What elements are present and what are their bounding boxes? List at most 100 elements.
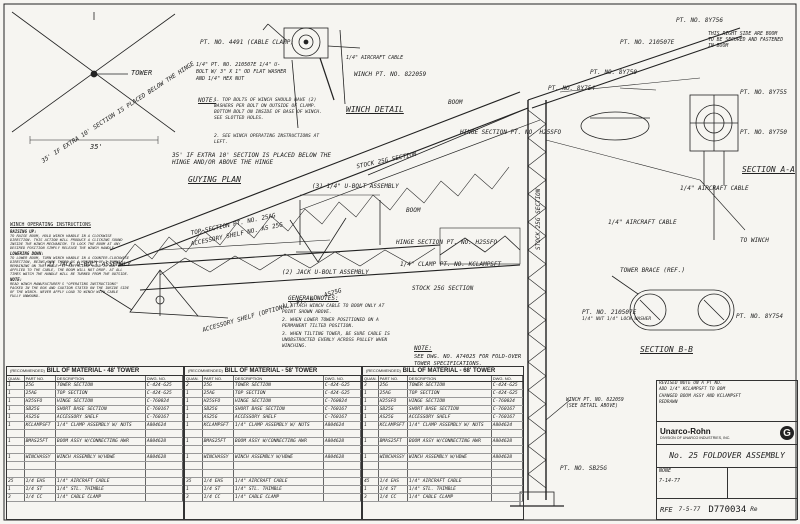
winch-note-body: 1. TOP BOLTS OF WINCH SHOULD HAVE (2) WA… <box>214 98 322 121</box>
guying-dimension: 35' <box>90 143 103 151</box>
bom-cell: SB25G <box>25 406 56 413</box>
boom-label-mid: BOOM <box>406 207 421 214</box>
right-cable-label: 1/4" AIRCRAFT CABLE <box>680 185 749 192</box>
bom-cell: 25AG <box>379 390 408 397</box>
bom-cell: 1/4" AIRCRAFT CABLE <box>56 478 146 485</box>
winch-pt-clamp: PT. NO. 4491 (CABLE CLAMP) <box>200 39 294 46</box>
bom-cell: A804628 <box>324 438 361 445</box>
winch-ops-note: READ WINCH MANUFACTURER'S "OPERATING INS… <box>10 281 129 299</box>
bom-cell: C-760167 <box>146 414 183 421</box>
bom-cell: 1 <box>363 486 379 493</box>
bom-cell: 25AG <box>203 390 234 397</box>
bom-cell: BMAS25FT <box>203 438 234 445</box>
section-bb-pt1: PT. NO. 8Y754 <box>736 313 783 320</box>
bom-cell: 1/4 CC <box>379 494 408 501</box>
bom-cell <box>146 494 183 501</box>
bom-cell: C-760024 <box>492 398 523 405</box>
winch-ops-lowering-title: LOWERING DOWN: <box>10 250 44 256</box>
upper-pt-1: PT. NO. 210507E <box>620 39 675 46</box>
bom-cell <box>146 462 183 469</box>
drawing-date: 7-5-77 <box>678 506 701 513</box>
boom-label-top: BOOM <box>448 99 463 106</box>
bom-cell <box>492 494 523 501</box>
bom-cell: KCLAMPSFT <box>379 422 408 429</box>
bom-cell: A804628 <box>146 438 183 445</box>
guying-plan-drawing <box>11 11 176 144</box>
bom-cell: 1 <box>7 390 25 397</box>
hinge-section-label: HINGE SECTION PT. NO. H25SFO <box>460 129 562 136</box>
hinge-pt-label: HINGE SECTION PT. NO. H25SFO <box>396 239 498 246</box>
bom-cell: BOOM ASSY W/CONNECTING HWR <box>234 438 324 445</box>
bom-cell: TOWER SECTION <box>234 382 324 389</box>
section-bb-title: SECTION B-B <box>640 345 693 354</box>
bom-column-header: PART NO. <box>379 376 408 381</box>
bom-cell: 3 <box>363 382 379 389</box>
winch-detail-drawing <box>262 23 361 129</box>
bom-cell: 1 <box>7 414 25 421</box>
drawn-date: 7-14-77 <box>659 478 681 484</box>
bom-cell: 1/4" CABLE CLAMP <box>234 494 324 501</box>
company-logo: G <box>780 426 794 440</box>
guying-extra-note: 35' IF EXTRA 10' SECTION IS PLACED BELOW… <box>172 152 331 166</box>
number-row: RFE 7-5-77 D770034 Re <box>657 499 797 521</box>
bom-row <box>363 446 523 454</box>
company-row: Unarco-Rohn DIVISION OF UNARCO INDUSTRIE… <box>657 422 797 445</box>
bom-cell <box>379 430 408 437</box>
bom-cell: BMAS25FT <box>25 438 56 445</box>
title-row: No. 25 FOLDOVER ASSEMBLY <box>657 445 797 468</box>
winch-cable-label: 1/4" AIRCRAFT CABLE <box>346 55 404 61</box>
jack-label-2: (2) JACK U-BOLT ASSEMBLY <box>282 269 369 276</box>
bom-cell <box>492 486 523 493</box>
bom-cell: 25AG <box>25 390 56 397</box>
bom-cell: A804628 <box>324 454 361 461</box>
bom-cell: BOOM ASSY W/CONNECTING HWR <box>56 438 146 445</box>
bom-cell <box>408 462 492 469</box>
bom-cell: TOP SECTION <box>408 390 492 397</box>
bom-cell: SHORT BASE SECTION <box>234 406 324 413</box>
bom-cell <box>203 430 234 437</box>
bom-row <box>7 462 183 470</box>
title-block: REVISED NOTE ON A PT NO. ADD 1/4" KCLAMP… <box>656 380 798 520</box>
section-bb-pt2: PT. NO. 210507E <box>582 309 637 316</box>
revision-item: ADD 1/4" KCLAMPSFT TO BOM <box>659 387 726 393</box>
bom-cell <box>25 430 56 437</box>
bom-cell: C-760167 <box>492 406 523 413</box>
winch-note-2: 2. SEE WINCH OPERATING INSTRUCTIONS AT L… <box>214 134 320 145</box>
company-name: Unarco-Rohn <box>660 426 711 436</box>
bom-row <box>7 446 183 454</box>
bom-cell <box>408 470 492 477</box>
bom-cell: A804628 <box>146 454 183 461</box>
bom-cell: A804624 <box>492 422 523 429</box>
bom-cell: AS25G <box>379 414 408 421</box>
revision-item: CHANGED BOOM ASSY AND KCLAMPSFT <box>659 393 741 399</box>
bom-cell <box>363 430 379 437</box>
bom-cell <box>408 430 492 437</box>
bom-row <box>363 430 523 438</box>
bom-cell: 1 <box>185 406 203 413</box>
bom-cell: 1/4 EHS <box>25 478 56 485</box>
bom-cell: 1 <box>363 414 379 421</box>
bom-cell <box>324 462 361 469</box>
revision-letter: Re <box>750 506 758 513</box>
bom-cell: 25G <box>203 382 234 389</box>
section-bb-drawing <box>611 275 735 331</box>
bom-cell: 1 <box>185 414 203 421</box>
bom-cell: C-760167 <box>146 406 183 413</box>
bom-cell: H25SFO <box>25 398 56 405</box>
bom-cell: ACCESSORY SHELF <box>56 414 146 421</box>
revision-list: REVISED NOTE ON A PT NO. ADD 1/4" KCLAMP… <box>657 381 797 422</box>
